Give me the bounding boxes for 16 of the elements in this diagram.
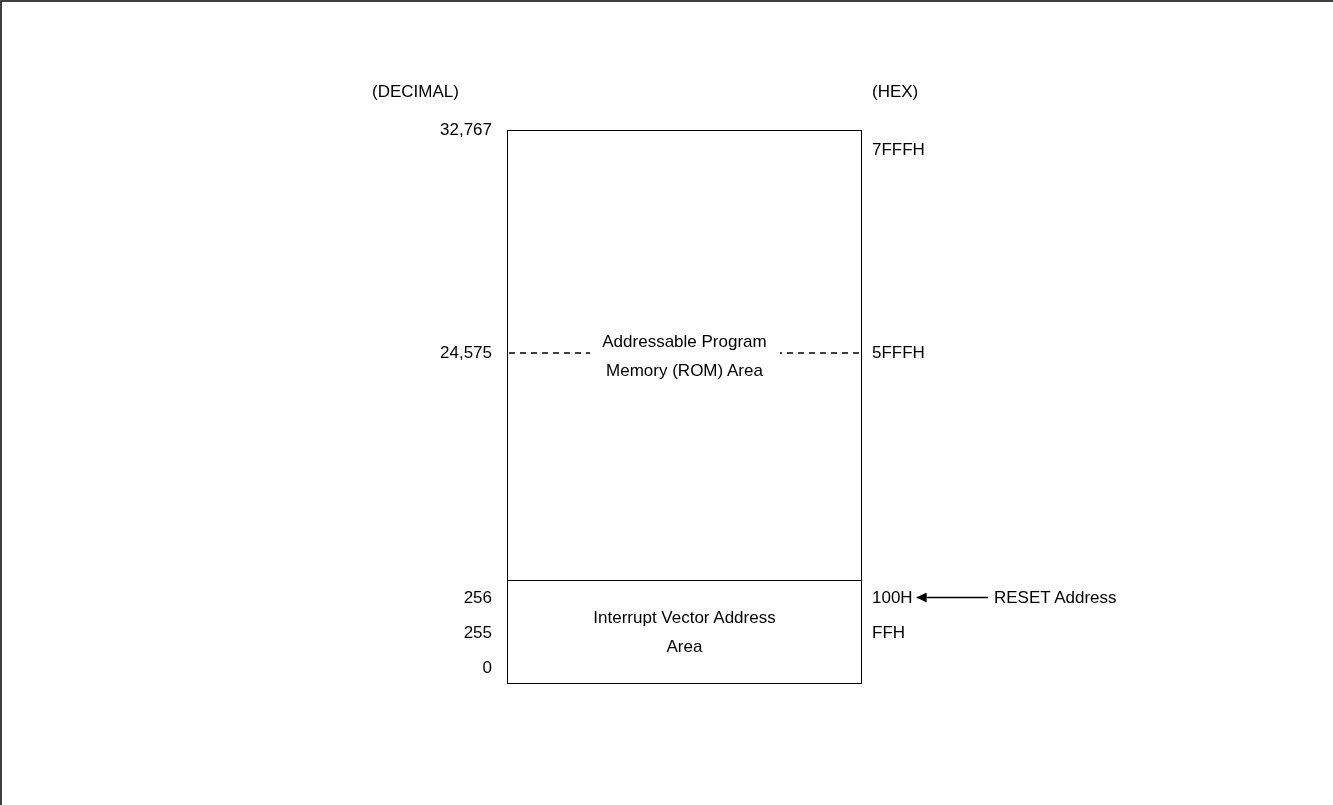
address-label: 255	[463, 623, 492, 643]
address-label: 32,767	[440, 120, 492, 140]
arrow	[915, 592, 989, 603]
address-label: 7FFFH	[872, 140, 925, 160]
memory-region-box	[507, 580, 862, 684]
address-label: 5FFFH	[872, 343, 925, 363]
region-label: Interrupt Vector Address Area	[592, 606, 777, 658]
address-label: 256	[463, 588, 492, 608]
address-label: RESET Address	[994, 588, 1179, 608]
address-label: FFH	[872, 623, 906, 643]
address-label: (HEX)	[872, 82, 919, 102]
address-label: 100H	[872, 588, 912, 608]
address-label: 0	[482, 658, 492, 678]
memory-region-box	[507, 130, 862, 581]
address-label: 24,575	[440, 343, 492, 363]
address-label: (DECIMAL)	[372, 82, 459, 102]
